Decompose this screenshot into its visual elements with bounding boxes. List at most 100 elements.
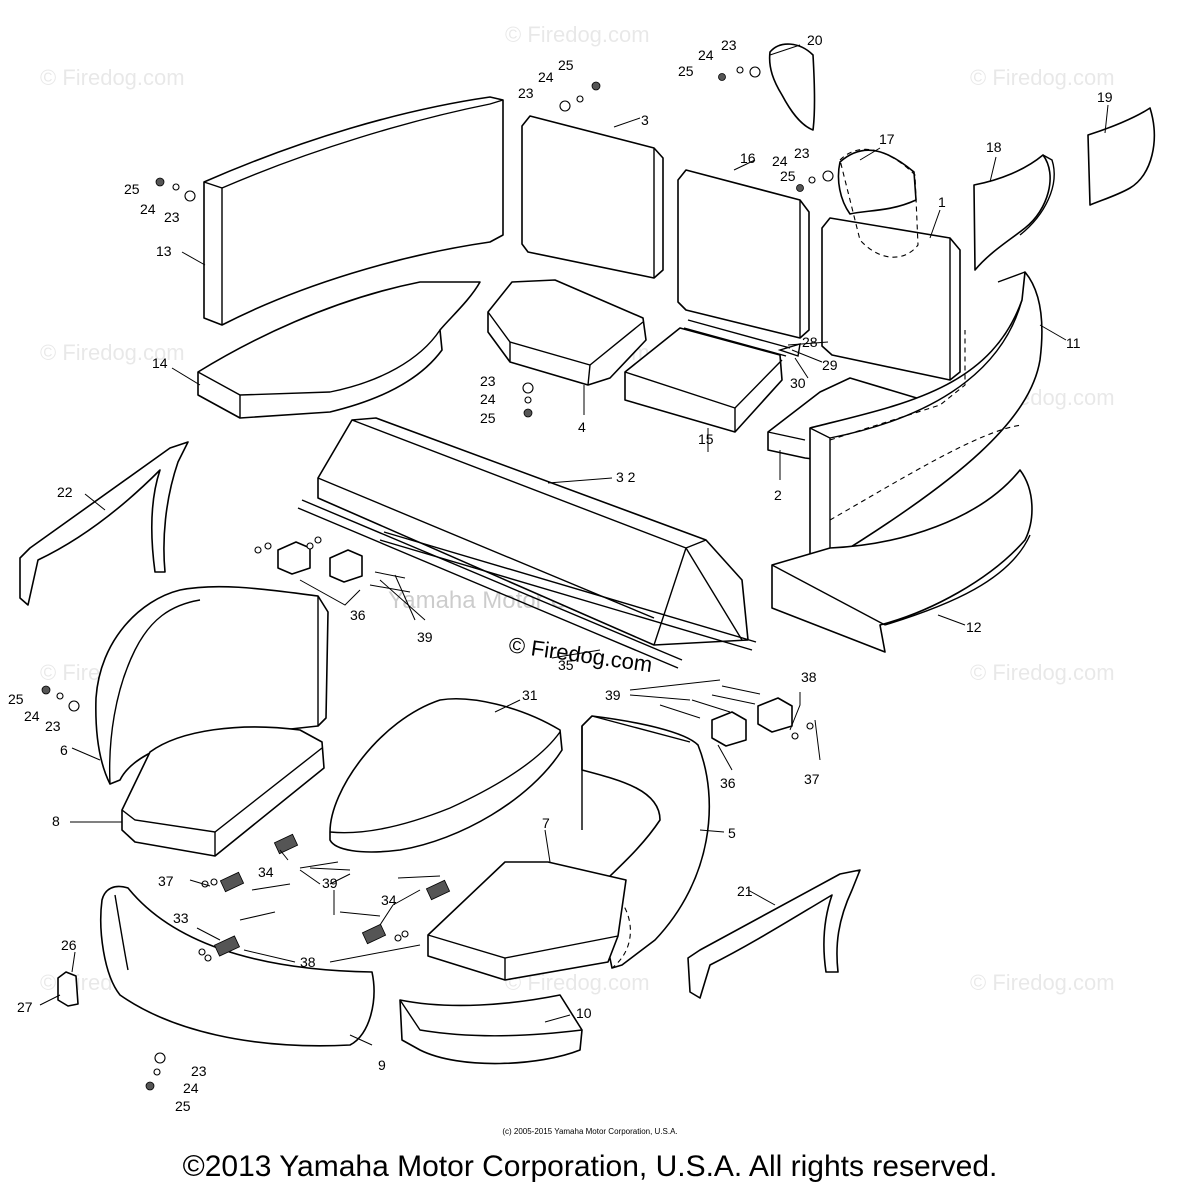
part-36-bracket-upper bbox=[277, 541, 363, 583]
callout-24: 24 bbox=[480, 391, 496, 407]
part-10-wedge bbox=[399, 994, 583, 1065]
callout-4: 4 bbox=[578, 419, 586, 435]
callout-28: 28 bbox=[802, 334, 818, 350]
callout-23: 23 bbox=[794, 145, 810, 161]
callout-33: 33 bbox=[173, 910, 189, 926]
callout-34: 34 bbox=[258, 864, 274, 880]
callout-3: 3 bbox=[641, 112, 649, 128]
watermark: © Firedog.com bbox=[505, 22, 650, 47]
callout-37: 37 bbox=[804, 771, 820, 787]
callout-24: 24 bbox=[698, 47, 714, 63]
part-28-30-strips bbox=[683, 319, 801, 357]
part-14-seat-cushion bbox=[197, 281, 481, 419]
callout-17: 17 bbox=[879, 131, 895, 147]
callout-21: 21 bbox=[737, 883, 753, 899]
part-34-block bbox=[213, 833, 451, 957]
callout-13: 13 bbox=[156, 243, 172, 259]
callout-24: 24 bbox=[183, 1080, 199, 1096]
part-4-seat-cushion bbox=[487, 279, 647, 386]
callout-24: 24 bbox=[538, 69, 554, 85]
callout-25: 25 bbox=[124, 181, 140, 197]
callout-labels: 1 2 3 4 5 6 7 8 9 10 11 12 13 14 15 16 1… bbox=[8, 32, 1113, 1114]
callout-18: 18 bbox=[986, 139, 1002, 155]
callout-25: 25 bbox=[175, 1098, 191, 1114]
callout-25: 25 bbox=[780, 168, 796, 184]
callout-1: 1 bbox=[938, 194, 946, 210]
part-11-side-back bbox=[809, 271, 1043, 561]
callout-2: 2 bbox=[774, 487, 782, 503]
callout-30: 30 bbox=[790, 375, 806, 391]
callout-23: 23 bbox=[480, 373, 496, 389]
callout-23: 23 bbox=[721, 37, 737, 53]
part-15-seat-cushion bbox=[624, 327, 783, 433]
part-18-pad bbox=[973, 154, 1055, 271]
callout-19: 19 bbox=[1097, 89, 1113, 105]
callout-8: 8 bbox=[52, 813, 60, 829]
callout-23: 23 bbox=[45, 718, 61, 734]
callout-25: 25 bbox=[558, 57, 574, 73]
callout-16: 16 bbox=[740, 150, 756, 166]
callout-20: 20 bbox=[807, 32, 823, 48]
callout-22: 22 bbox=[57, 484, 73, 500]
part-22-side-frame bbox=[19, 441, 189, 606]
callout-38: 38 bbox=[801, 669, 817, 685]
part-7-seat-cushion bbox=[427, 861, 627, 981]
callout-24: 24 bbox=[24, 708, 40, 724]
callout-26: 26 bbox=[61, 937, 77, 953]
part-9-front-panel bbox=[100, 885, 375, 1047]
part-6-backrest bbox=[95, 585, 329, 785]
callout-36: 36 bbox=[350, 607, 366, 623]
watermark: © Firedog.com bbox=[40, 340, 185, 365]
callout-24: 24 bbox=[140, 201, 156, 217]
callout-39: 39 bbox=[322, 875, 338, 891]
callout-23: 23 bbox=[518, 85, 534, 101]
part-26-bracket bbox=[57, 971, 79, 1007]
callout-36: 36 bbox=[720, 775, 736, 791]
callout-29: 29 bbox=[822, 357, 838, 373]
watermark: © Firedog.com bbox=[40, 65, 185, 90]
part-21-side-frame bbox=[687, 869, 861, 999]
callout-10: 10 bbox=[576, 1005, 592, 1021]
callout-39: 39 bbox=[417, 629, 433, 645]
callout-9: 9 bbox=[378, 1057, 386, 1073]
callout-25: 25 bbox=[480, 410, 496, 426]
small-copyright-notice: (c) 2005-2015 Yamaha Motor Corporation, … bbox=[502, 1127, 678, 1136]
part-19-pad bbox=[1087, 107, 1156, 206]
callout-15: 15 bbox=[698, 431, 714, 447]
leader-lines bbox=[39, 44, 1109, 1046]
callout-12: 12 bbox=[966, 619, 982, 635]
callout-27: 27 bbox=[17, 999, 33, 1015]
callout-23: 23 bbox=[191, 1063, 207, 1079]
callout-32: 3 2 bbox=[616, 469, 636, 485]
part-36-bracket-lower bbox=[711, 697, 793, 747]
callout-37: 37 bbox=[158, 873, 174, 889]
part-20-pad bbox=[768, 43, 816, 131]
part-16-back-cushion bbox=[677, 169, 810, 339]
callout-25: 25 bbox=[8, 691, 24, 707]
callout-31: 31 bbox=[522, 687, 538, 703]
callout-23: 23 bbox=[164, 209, 180, 225]
callout-39: 39 bbox=[605, 687, 621, 703]
callout-6: 6 bbox=[60, 742, 68, 758]
callout-25: 25 bbox=[678, 63, 694, 79]
callout-7: 7 bbox=[542, 815, 550, 831]
callout-34: 34 bbox=[381, 892, 397, 908]
part-35-rod bbox=[297, 499, 757, 669]
watermark: © Firedog.com bbox=[970, 660, 1115, 685]
callout-5: 5 bbox=[728, 825, 736, 841]
watermark: © Firedog.com bbox=[970, 970, 1115, 995]
copyright-footer: ©2013 Yamaha Motor Corporation, U.S.A. A… bbox=[182, 1150, 998, 1183]
hardware-fasteners bbox=[41, 66, 834, 1091]
watermark: © Firedog.com bbox=[970, 65, 1115, 90]
callout-38: 38 bbox=[300, 954, 316, 970]
callout-14: 14 bbox=[152, 355, 168, 371]
part-12-base bbox=[771, 469, 1033, 653]
part-31-oval-cushion bbox=[329, 698, 563, 853]
part-13-backrest bbox=[203, 96, 504, 326]
part-3-back-cushion bbox=[521, 115, 664, 279]
callout-11: 11 bbox=[1066, 335, 1081, 351]
part-1-back-cushion bbox=[821, 217, 961, 381]
callout-24: 24 bbox=[772, 153, 788, 169]
part-8-seat-cushion bbox=[121, 726, 325, 857]
